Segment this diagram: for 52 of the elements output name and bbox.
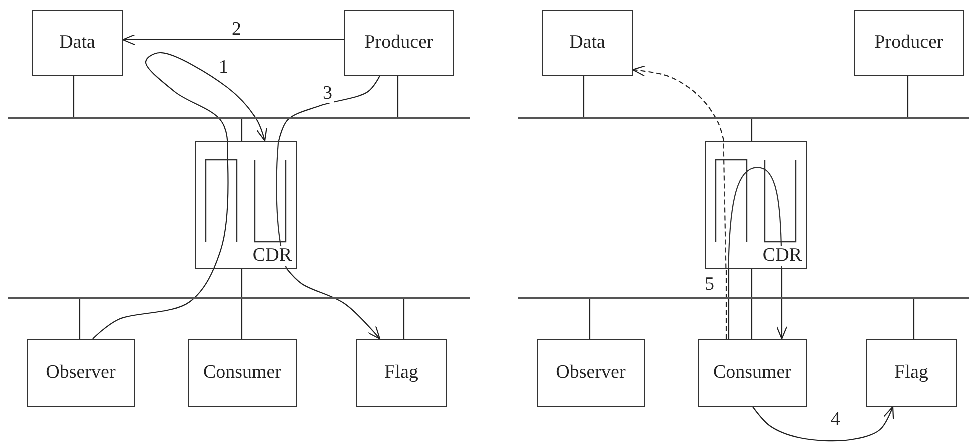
edge-label: 3 [322, 84, 334, 103]
connector-line [583, 76, 585, 117]
bus-line [8, 117, 470, 118]
node-label: Flag [384, 362, 418, 384]
node-label: Flag [894, 362, 928, 384]
connector-line [73, 76, 75, 117]
node-label: Consumer [713, 362, 792, 384]
arrow [122, 34, 344, 46]
connector-line [79, 298, 81, 339]
connector-line [728, 269, 730, 339]
connector-line [751, 269, 753, 297]
connector-line [907, 76, 909, 117]
connector-line [241, 298, 243, 339]
process-box [356, 339, 447, 407]
process-box [195, 141, 297, 269]
process-box [344, 10, 454, 76]
process-box [705, 141, 807, 269]
node-label: Observer [556, 362, 626, 384]
connector-line [241, 269, 243, 297]
arrow [632, 66, 725, 142]
connector-line [913, 298, 915, 339]
connector-line [751, 118, 753, 141]
arrow [752, 406, 894, 442]
bus-line [518, 117, 969, 118]
arrow [92, 52, 268, 340]
process-box [32, 10, 123, 76]
node-label: Observer [46, 362, 116, 384]
node-label: Producer [874, 32, 944, 54]
process-box [188, 339, 297, 407]
node-label: Data [570, 32, 606, 54]
node-label: Data [60, 32, 96, 54]
connector-line [397, 76, 399, 117]
connector-line [241, 118, 243, 141]
process-box [698, 339, 807, 407]
node-label: Producer [364, 32, 434, 54]
connector-line [278, 76, 380, 142]
bus-line [518, 297, 969, 298]
node-label: CDR [250, 246, 295, 266]
process-box [27, 339, 135, 407]
connector-line [751, 298, 753, 339]
arrow [776, 269, 788, 340]
node-label: CDR [760, 246, 805, 266]
process-box [537, 339, 645, 407]
process-box [866, 339, 957, 407]
arrow [286, 268, 381, 340]
process-box [542, 10, 633, 76]
connector-line [726, 269, 728, 339]
connector-line [589, 298, 591, 339]
connector-line [403, 298, 405, 339]
node-label: Consumer [203, 362, 282, 384]
process-box [854, 10, 964, 76]
bus-line [8, 297, 470, 298]
